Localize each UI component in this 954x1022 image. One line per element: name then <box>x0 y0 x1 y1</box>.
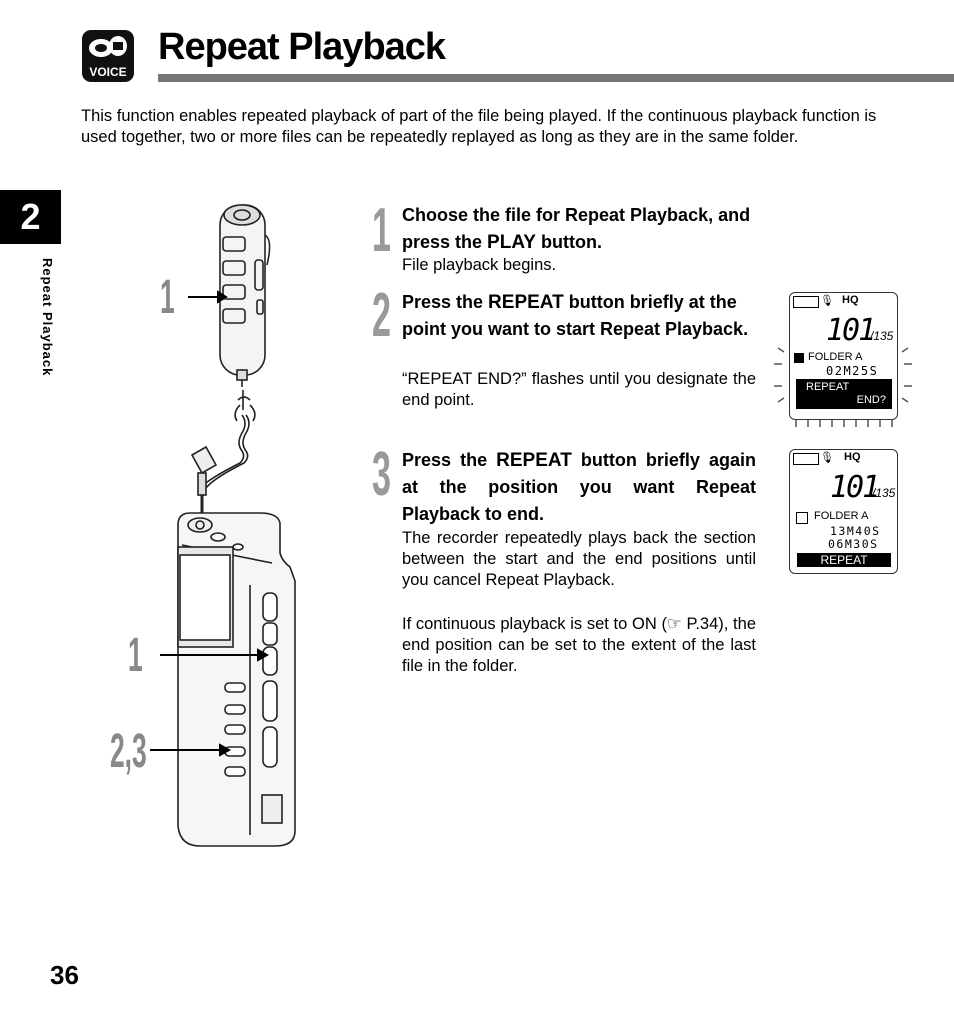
step-1-body: File playback begins. <box>402 256 557 274</box>
quality-indicator: HQ <box>844 451 861 463</box>
step-3-heading-text: Press the <box>402 450 497 470</box>
page-number: 36 <box>50 960 79 990</box>
message-line-1: REPEAT <box>806 381 850 393</box>
step-2-heading: Press the REPEAT button briefly at the p… <box>402 289 758 343</box>
message-line-2: END? <box>856 394 886 406</box>
page-title: Repeat Playback <box>158 26 446 68</box>
folder-icon <box>796 512 808 524</box>
lcd-display-repeat-end: 🎙 HQ 101 /135 FOLDER A 02M25S REPEAT END… <box>772 282 914 430</box>
lcd-screen-1: 🎙 HQ 101 /135 FOLDER A 02M25S REPEAT END… <box>789 292 898 420</box>
file-total: /135 <box>872 486 896 500</box>
quality-indicator: HQ <box>842 294 859 306</box>
step-2-body: “REPEAT END?” flashes until you designat… <box>402 370 756 409</box>
voice-logo-graphic <box>89 36 127 57</box>
step-1-heading-end: button. <box>535 232 602 252</box>
total-time: 13M40S <box>830 524 881 538</box>
file-number: 101 <box>830 470 880 505</box>
folder-name: FOLDER A <box>814 510 869 522</box>
elapsed-time: 06M30S <box>828 537 879 551</box>
repeat-key-label-2: REPEAT <box>496 450 572 471</box>
step-3-heading-end: button briefly again at the position you… <box>402 450 756 524</box>
step-2-heading-text: Press the <box>402 292 489 312</box>
step-2-heading-end: button briefly at the point you want to … <box>402 292 749 339</box>
folder-icon <box>794 353 804 363</box>
step-1-heading-text: Choose the file for Repeat Playback, and… <box>402 205 751 252</box>
file-number: 101 <box>826 313 876 348</box>
intro-paragraph: This function enables repeated playback … <box>81 107 877 146</box>
mic-icon: 🎙 <box>820 295 834 307</box>
title-rule <box>158 74 954 82</box>
figure-label-play: 1 <box>128 629 143 682</box>
step-1-number: 1 <box>372 196 391 265</box>
voice-logo-text: VOICE <box>89 65 127 79</box>
step-3-heading: Press the REPEAT button briefly again at… <box>402 447 756 528</box>
lcd-display-repeat-active: 🎙 HQ 101 /135 FOLDER A 13M40S 06M30S REP… <box>789 449 898 574</box>
recorder-illustration <box>150 204 296 847</box>
step-3-number: 3 <box>372 440 391 509</box>
voice-logo: VOICE <box>82 30 134 82</box>
recorder-figure <box>100 195 300 855</box>
flash-indicator-icon <box>774 347 912 427</box>
figure-label-mic: 1 <box>160 271 175 324</box>
repeat-status: REPEAT <box>797 553 891 567</box>
play-key-label: PLAY <box>487 232 536 253</box>
step-2-number: 2 <box>372 281 391 350</box>
folder-name: FOLDER A <box>808 351 863 363</box>
file-total: /135 <box>870 329 894 343</box>
battery-icon <box>793 296 819 308</box>
step-1-heading: Choose the file for Repeat Playback, and… <box>402 202 758 256</box>
repeat-key-label: REPEAT <box>488 292 564 313</box>
elapsed-time: 02M25S <box>826 364 879 378</box>
figure-label-repeat: 2,3 <box>110 725 147 778</box>
chapter-tab: 2 <box>0 190 61 244</box>
repeat-end-message: REPEAT END? <box>796 379 892 409</box>
step-3-note: If continuous playback is set to ON (☞ P… <box>402 615 756 675</box>
battery-icon <box>793 453 819 465</box>
step-3-body: The recorder repeatedly plays back the s… <box>402 529 756 589</box>
section-side-label: Repeat Playback <box>40 258 55 377</box>
mic-icon: 🎙 <box>820 452 834 464</box>
